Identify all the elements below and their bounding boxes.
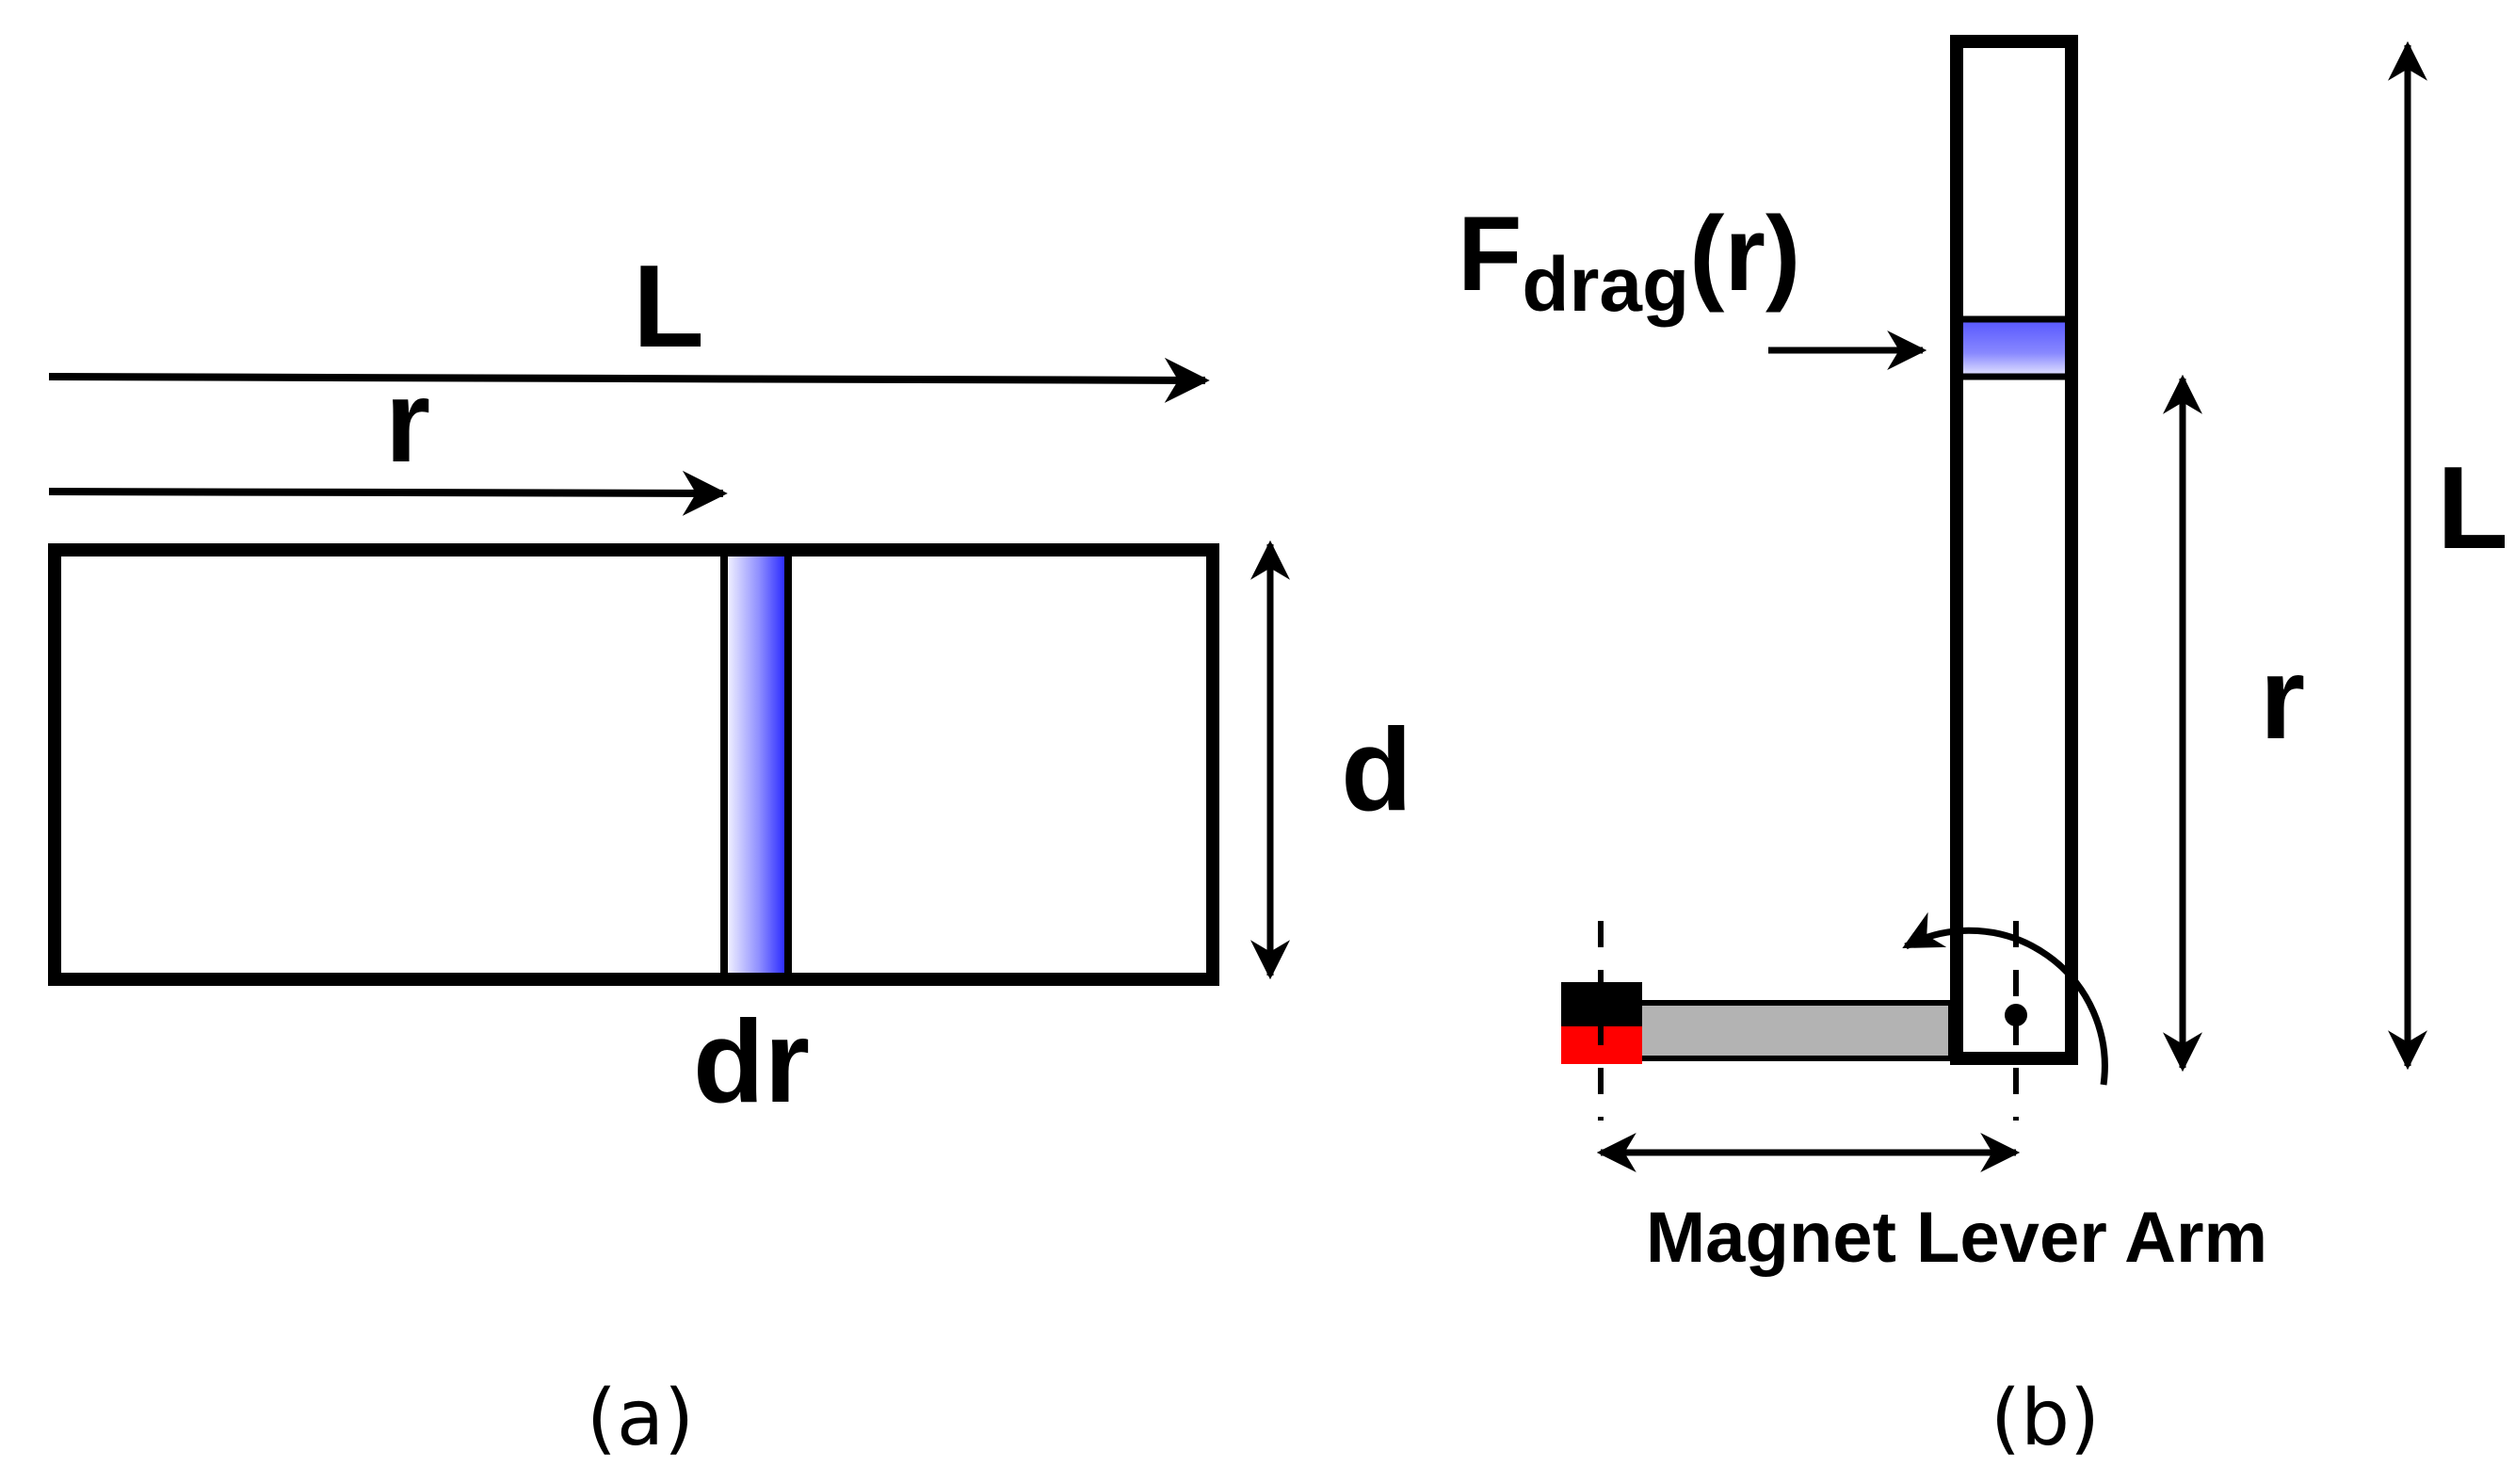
element-strip-b	[1963, 322, 2065, 374]
length-arrow-a	[48, 357, 1210, 403]
drag-force-subscript: drag	[1522, 242, 1689, 328]
blade-rectangle-b	[1950, 35, 2078, 1065]
length-label-b: L	[2437, 444, 2508, 573]
blade-rectangle-a	[48, 543, 1219, 986]
length-label-a: L	[633, 242, 704, 372]
caption-b: (b)	[1991, 1374, 2100, 1463]
lever-arm	[1634, 1000, 1954, 1061]
panel-a: L r d dr (a)	[48, 242, 1412, 1463]
drag-force-label-b: Fdrag(r)	[1458, 195, 1800, 328]
radius-label-a: r	[385, 357, 430, 487]
drag-force-symbol: F	[1458, 195, 1522, 313]
radius-arrow-a	[48, 470, 728, 516]
panel-b: Fdrag(r) r L Magnet Lever Arm (b)	[1458, 35, 2508, 1463]
radius-label-b: r	[2260, 634, 2305, 764]
rotation-arrow	[1902, 911, 2108, 1086]
caption-a: (a)	[587, 1374, 694, 1463]
lever-arm-label: Magnet Lever Arm	[1646, 1198, 2267, 1278]
drag-force-argument: (r)	[1689, 195, 1800, 313]
element-strip-a	[727, 556, 785, 973]
element-label-a: dr	[693, 997, 810, 1127]
width-label-a: d	[1341, 705, 1412, 835]
pivot-point	[2005, 1004, 2027, 1026]
